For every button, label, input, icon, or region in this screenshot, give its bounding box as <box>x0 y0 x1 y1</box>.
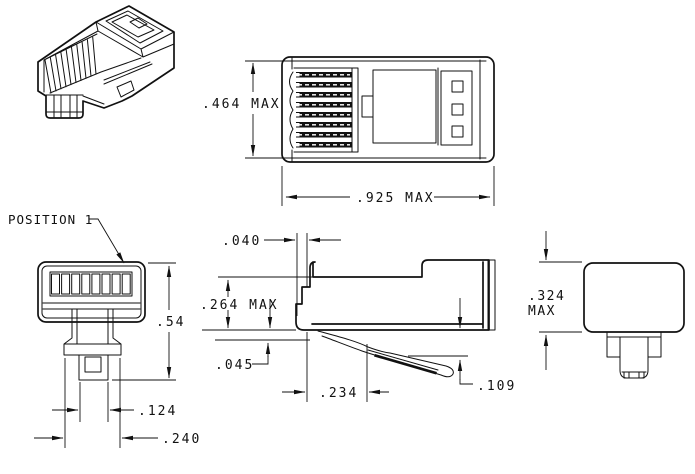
side-view-body <box>295 259 490 331</box>
extension-lines <box>245 60 495 206</box>
top-view <box>281 56 495 163</box>
side-view-latch-fold <box>374 354 437 375</box>
front-view <box>37 261 146 381</box>
front-view-body <box>37 261 146 323</box>
dim-text-stem-width: .124 <box>138 404 177 419</box>
front-view-contacts <box>51 273 131 295</box>
top-view-slot-2 <box>451 103 464 116</box>
dim-leader <box>252 356 269 365</box>
rear-view-dimensions: .324 MAX <box>528 231 582 370</box>
side-view-end-cap <box>487 259 496 331</box>
top-view-slot-3 <box>451 125 464 138</box>
side-view-dimensions: .040 .264 MAX .045 .234 .109 <box>200 233 516 402</box>
top-view-contact-frame <box>293 67 359 153</box>
side-view-latch-arm <box>317 330 454 378</box>
position-label: POSITION 1 <box>8 212 93 227</box>
isometric-view <box>37 5 175 119</box>
top-view-mid-block <box>372 69 437 144</box>
iso-body-silhouette <box>37 5 175 119</box>
front-view-inner <box>41 265 142 319</box>
top-view-contacts <box>296 72 352 148</box>
front-view-latch <box>63 308 122 381</box>
dim-text-latch-offset: .234 <box>319 386 358 401</box>
side-view <box>295 259 496 378</box>
position-leader-arrow <box>89 218 125 264</box>
front-view-latch-hatch <box>84 356 102 373</box>
rear-view-latch <box>606 331 662 379</box>
top-view-comb-scallop <box>289 71 294 149</box>
dim-text-base-width: .240 <box>162 432 201 447</box>
iso-front-tab <box>45 94 84 118</box>
extension-lines <box>202 233 468 402</box>
extension-lines <box>64 262 176 448</box>
dim-text-height: .464 MAX <box>202 97 281 112</box>
dim-text-nose-width: .040 <box>222 234 261 249</box>
iso-latch-nub <box>116 80 135 98</box>
front-view-band <box>42 302 141 310</box>
dim-text-latch-drop: .109 <box>477 379 516 394</box>
rear-view-body <box>583 262 685 333</box>
top-view-dimensions: .464 MAX .925 MAX <box>202 60 495 206</box>
iso-top-recess <box>105 10 164 44</box>
dim-text-height-suffix: MAX <box>528 304 556 319</box>
dim-text-height: .54 <box>156 315 185 330</box>
dim-text-height: .264 MAX <box>200 298 279 313</box>
front-view-contact-block <box>49 271 133 297</box>
iso-comb-bottom-edge <box>49 57 142 94</box>
iso-top-face-edges <box>43 30 99 93</box>
front-view-dimensions: POSITION 1 .54 .124 .240 <box>8 212 201 448</box>
extension-lines <box>539 261 582 333</box>
dim-leader <box>459 379 473 385</box>
dim-text-shelf: .045 <box>215 358 254 373</box>
dim-text-width: .925 MAX <box>356 191 435 206</box>
top-view-slot-1 <box>451 80 464 93</box>
rear-view <box>583 262 685 379</box>
dim-text-height: .324 <box>528 289 565 304</box>
top-view-right-block <box>440 70 473 146</box>
iso-side-ribs <box>82 61 153 105</box>
top-view-inner-lines <box>290 56 487 163</box>
rear-view-foot-left <box>623 371 630 379</box>
iso-strain-relief-top <box>95 21 175 58</box>
top-view-body <box>281 56 495 163</box>
rear-view-foot-right <box>638 371 645 379</box>
top-view-mid-tab <box>361 95 374 118</box>
iso-contact-comb <box>44 36 97 94</box>
